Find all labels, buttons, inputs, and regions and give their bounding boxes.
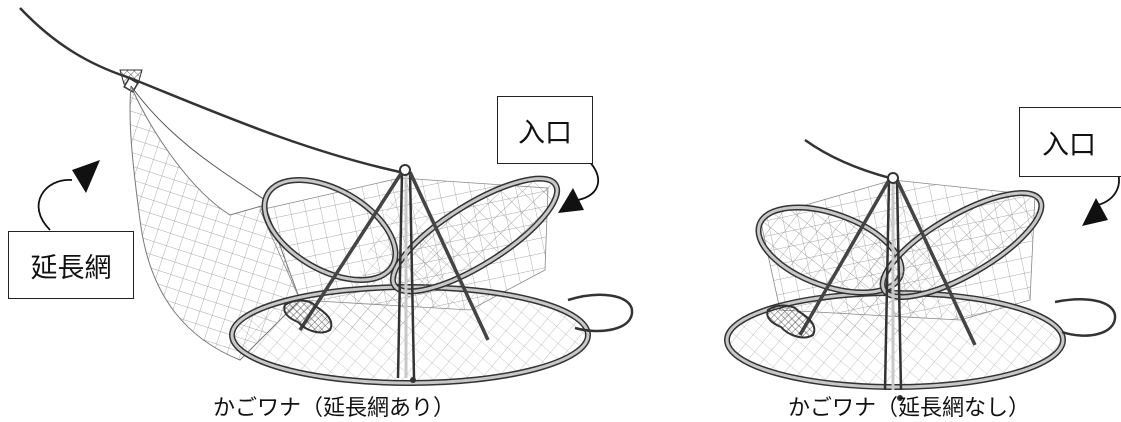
caption-without-extension-net: かごワナ（延長網なし） — [788, 396, 1031, 421]
side-loop — [1054, 298, 1117, 337]
side-loop — [567, 293, 634, 333]
caption-with-extension-net: かごワナ（延長網あり） — [213, 396, 456, 421]
frame-post — [396, 171, 416, 379]
bait — [766, 304, 816, 339]
bait — [283, 299, 333, 334]
extension-net — [129, 85, 301, 361]
trap-without-extension-net — [724, 138, 1117, 401]
entrance-arrow — [558, 159, 599, 213]
trap-with-extension-net — [19, 5, 634, 386]
entrance-label-right: 入口 — [1019, 107, 1121, 177]
rope — [19, 7, 401, 174]
rope — [804, 138, 891, 180]
extension-net-arrow — [37, 160, 100, 231]
extension-net-label: 延長網 — [8, 231, 134, 299]
frame-post — [883, 179, 903, 391]
entrance-label-left: 入口 — [497, 96, 593, 164]
